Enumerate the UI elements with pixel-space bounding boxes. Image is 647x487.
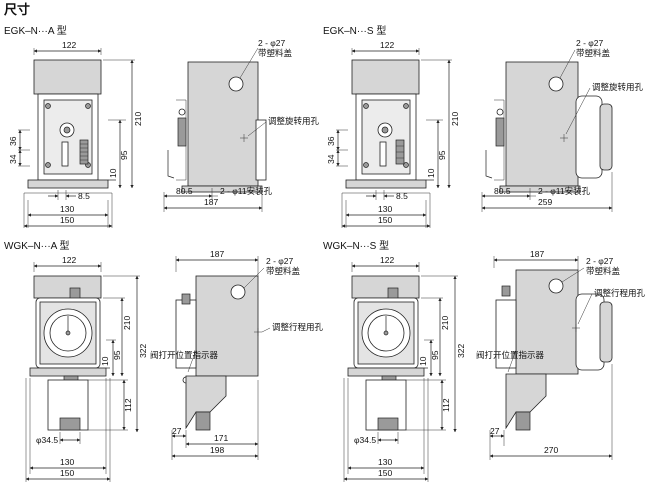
wgk-a-dim-210: 210 <box>122 316 132 330</box>
egk-s-front-view: 122 210 95 10 36 34 <box>326 40 460 228</box>
wgk-a-dim-95: 95 <box>112 350 122 360</box>
egk-s-dim-8-5: 8.5 <box>396 191 408 201</box>
wgk-s-adjust-label: 调整行程用孔 <box>594 288 646 298</box>
egk-a-holes-label: 2 - φ11安装孔 <box>220 186 273 196</box>
egk-s-dim-130: 130 <box>378 204 392 214</box>
wgk-s-dim-phi34-5: φ34.5 <box>354 435 376 445</box>
egk-s-panel: EGK–N···S 型 122 210 95 10 <box>323 24 644 228</box>
wgk-a-cap-label-1: 2 - φ27 <box>266 256 294 266</box>
wgk-a-dim-187: 187 <box>210 249 224 259</box>
egk-a-panel: EGK–N···A 型 122 210 95 10 <box>4 24 320 228</box>
egk-a-dim-210: 210 <box>133 112 143 126</box>
wgk-a-front-view: 122 210 322 95 10 <box>25 255 148 482</box>
egk-s-dim-150: 150 <box>378 215 392 225</box>
wgk-a-cap-circle <box>230 284 246 300</box>
wgk-s-dim-187: 187 <box>530 249 544 259</box>
egk-a-dim-80-5: 80.5 <box>176 186 193 196</box>
wgk-s-dim-112: 112 <box>441 398 451 412</box>
egk-a-cap-label-1: 2 - φ27 <box>258 38 286 48</box>
wgk-s-dim-210: 210 <box>440 316 450 330</box>
wgk-s-dim-130: 130 <box>378 457 392 467</box>
egk-a-dim-150: 150 <box>60 215 74 225</box>
wgk-s-indicator-label: 阀打开位置指示器 <box>476 350 545 360</box>
wgk-a-dim-322: 322 <box>138 344 148 358</box>
egk-s-adjust-label: 调整旋转用孔 <box>592 82 644 92</box>
wgk-a-title: WGK–N···A 型 <box>4 239 70 252</box>
wgk-a-dim-27: 27 <box>172 426 182 436</box>
egk-s-dim-95: 95 <box>437 150 447 160</box>
wgk-s-dim-10: 10 <box>418 356 428 366</box>
egk-s-title: EGK–N···S 型 <box>323 24 386 37</box>
egk-s-dim-210: 210 <box>450 112 460 126</box>
egk-s-dim-80-5: 80.5 <box>494 186 511 196</box>
egk-a-title: EGK–N···A 型 <box>4 24 67 37</box>
egk-a-dim-95: 95 <box>119 150 129 160</box>
egk-s-side-view: 2 - φ27 带塑料盖 调整旋转用孔 80.5 2 - φ11安装孔 259 <box>481 38 644 212</box>
egk-a-dim-130: 130 <box>60 204 74 214</box>
wgk-s-panel: WGK–N···S 型 122 210 322 95 <box>323 239 646 482</box>
wgk-a-dim-130: 130 <box>60 457 74 467</box>
egk-a-adjust-label: 调整旋转用孔 <box>268 116 320 126</box>
wgk-a-side-view: 187 2 - φ27 带塑料盖 调整行程用孔 阀打开位置指示器 27 171 … <box>150 249 324 460</box>
egk-a-dim-187: 187 <box>204 197 218 207</box>
egk-a-dim-34: 34 <box>8 154 18 164</box>
egk-a-cap-circle <box>228 76 244 92</box>
page-heading: 尺寸 <box>4 2 30 17</box>
wgk-a-dim-112: 112 <box>123 398 133 412</box>
egk-a-front-view: 122 210 95 10 36 34 <box>8 40 143 228</box>
egk-s-cap-label-2: 带塑料盖 <box>576 48 611 58</box>
egk-a-dim-8-5: 8.5 <box>78 191 90 201</box>
wgk-s-dim-322: 322 <box>456 344 466 358</box>
wgk-s-cap-label-1: 2 - φ27 <box>586 256 614 266</box>
egk-s-dim-259: 259 <box>538 197 552 207</box>
wgk-s-cap-label-2: 带塑料盖 <box>586 266 621 276</box>
egk-a-dim-122: 122 <box>62 40 76 50</box>
egk-s-dim-122: 122 <box>380 40 394 50</box>
wgk-a-dim-171: 171 <box>214 433 228 443</box>
wgk-s-dim-95: 95 <box>430 350 440 360</box>
wgk-a-panel: WGK–N···A 型 122 210 322 <box>4 239 324 482</box>
wgk-s-cap-circle <box>548 278 564 294</box>
egk-a-dim-10: 10 <box>108 168 118 178</box>
wgk-a-dim-122: 122 <box>62 255 76 265</box>
wgk-a-dim-phi34-5: φ34.5 <box>36 435 58 445</box>
egk-s-cap-circle <box>548 76 564 92</box>
wgk-s-dim-122: 122 <box>380 255 394 265</box>
wgk-s-dim-270: 270 <box>544 445 558 455</box>
egk-s-dim-36: 36 <box>326 136 336 146</box>
egk-s-dim-10: 10 <box>426 168 436 178</box>
wgk-a-indicator-label: 阀打开位置指示器 <box>150 350 219 360</box>
wgk-s-side-view: 187 2 - φ27 带塑料盖 调整行程用孔 阀打开位置指示器 27 270 <box>476 249 646 460</box>
wgk-s-title: WGK–N···S 型 <box>323 239 389 252</box>
wgk-a-dim-198: 198 <box>210 445 224 455</box>
egk-s-holes-label: 2 - φ11安装孔 <box>538 186 591 196</box>
egk-s-dim-34: 34 <box>326 154 336 164</box>
egk-a-dim-36: 36 <box>8 136 18 146</box>
egk-a-cap-label-2: 带塑料盖 <box>258 48 293 58</box>
wgk-s-front-view: 122 210 322 95 10 112 <box>343 255 466 482</box>
wgk-s-dim-150: 150 <box>378 468 392 478</box>
wgk-a-dim-150: 150 <box>60 468 74 478</box>
wgk-s-dim-27: 27 <box>490 426 500 436</box>
egk-s-cap-label-1: 2 - φ27 <box>576 38 604 48</box>
wgk-a-cap-label-2: 带塑料盖 <box>266 266 301 276</box>
wgk-a-dim-10: 10 <box>100 356 110 366</box>
wgk-a-adjust-label: 调整行程用孔 <box>272 322 324 332</box>
egk-a-side-view: 2 - φ27 带塑料盖 调整旋转用孔 80.5 2 - φ11安装孔 187 <box>163 38 320 212</box>
